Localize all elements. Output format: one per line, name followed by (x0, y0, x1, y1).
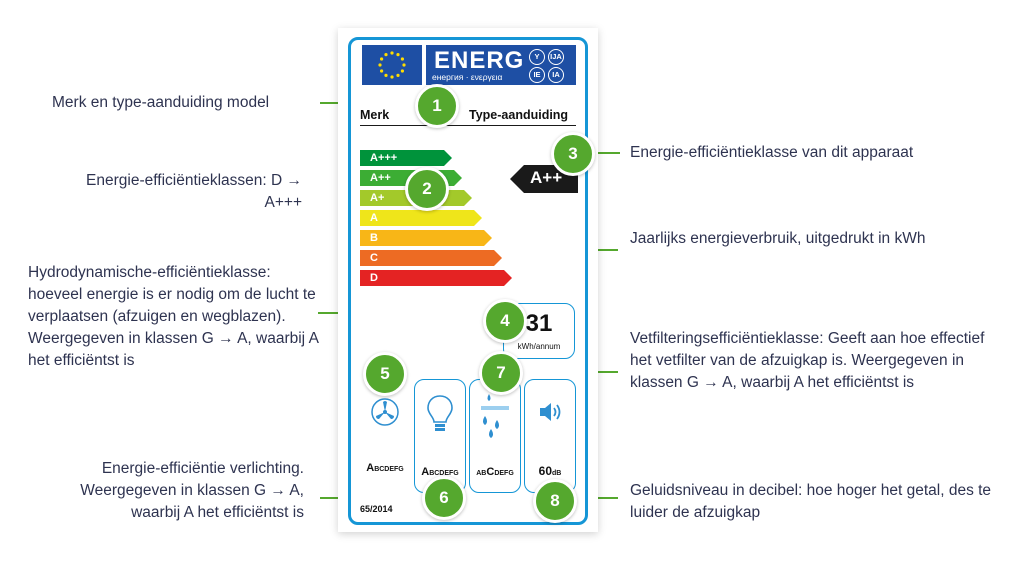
kwh-value: 31 (525, 310, 553, 337)
efficiency-bar: A (360, 210, 482, 226)
badge-1: 1 (415, 84, 459, 128)
eu-flag-icon (362, 45, 422, 85)
lang-code-ie: IE (529, 67, 545, 83)
model-label: Type-aanduiding (469, 108, 569, 122)
brand-label: Merk (360, 108, 390, 122)
efficiency-bar: A+++ (360, 150, 452, 166)
badge-2: 2 (405, 167, 449, 211)
grease-filter-icon (479, 394, 511, 447)
annotation-6-text: Energie-efficiëntie verlichting. Weergeg… (80, 460, 304, 521)
badge-6: 6 (422, 476, 466, 520)
annotation-7-text: Vetfilteringsefficiëntieklasse: Geeft aa… (630, 330, 985, 391)
lang-code-y: Y (529, 49, 545, 65)
efficiency-bar-label: A++ (370, 172, 391, 184)
energy-word: ENERG (434, 47, 525, 74)
fluid-dynamic-section: ABCDEFG (360, 379, 410, 491)
lang-code-ija: IJA (548, 49, 564, 65)
badge-4: 4 (483, 299, 527, 343)
efficiency-bar: C (360, 250, 502, 266)
efficiency-bar-label: A (370, 212, 378, 224)
grease-filter-card: ABCDEFG (469, 379, 521, 493)
badge-5: 5 (363, 352, 407, 396)
efficiency-bar-label: A+++ (370, 152, 398, 164)
regulation-number: 65/2014 (360, 504, 393, 514)
efficiency-bar: D (360, 270, 512, 286)
annotation-3-text: Energie-efficiëntieklasse van dit appara… (630, 144, 914, 161)
badge-3: 3 (551, 132, 595, 176)
efficiency-bar: B (360, 230, 492, 246)
noise-value: 60dB (538, 464, 562, 478)
lighting-class: ABCDEFG (421, 466, 459, 478)
speaker-icon (537, 398, 565, 431)
label-frame (348, 37, 588, 525)
badge-8: 8 (533, 479, 577, 523)
lang-code-ia: IA (548, 67, 564, 83)
energy-subtitle: енергия · ενεργεια (432, 72, 503, 82)
fan-icon (370, 397, 400, 432)
light-bulb-icon (426, 394, 454, 439)
badge-7: 7 (479, 351, 523, 395)
annotation-8-text: Geluidsniveau in decibel: hoe hoger het … (630, 482, 992, 521)
efficiency-bar-label: C (370, 252, 378, 264)
energy-label: ENERG енергия · ενεργεια Y IJA IE IA Mer… (338, 28, 598, 532)
annotation-5-text: Hydrodynamische-efficiëntieklasse: hoeve… (28, 264, 319, 369)
energy-header: ENERG енергия · ενεργεια Y IJA IE IA (426, 45, 576, 85)
fluid-dynamic-class: ABCDEFG (366, 462, 404, 474)
efficiency-bar-label: D (370, 272, 378, 284)
annotation-2-text: Energie-efficiëntieklassen: D → A+++ (86, 172, 302, 211)
annotation-1-text: Merk en type-aanduiding model (52, 94, 270, 111)
annotation-4-text: Jaarlijks energieverbruik, uitgedrukt in… (630, 230, 926, 247)
kwh-unit: kWh/annum (517, 342, 561, 351)
noise-card: 60dB (524, 379, 576, 493)
appliance-class-value: A++ (530, 168, 563, 187)
grease-filter-class: ABCDEFG (476, 466, 514, 478)
efficiency-bar-label: B (370, 232, 378, 244)
efficiency-bar-label: A+ (370, 192, 385, 204)
kwh-box: 31 kWh/annum (503, 303, 575, 359)
brand-divider (360, 125, 576, 126)
